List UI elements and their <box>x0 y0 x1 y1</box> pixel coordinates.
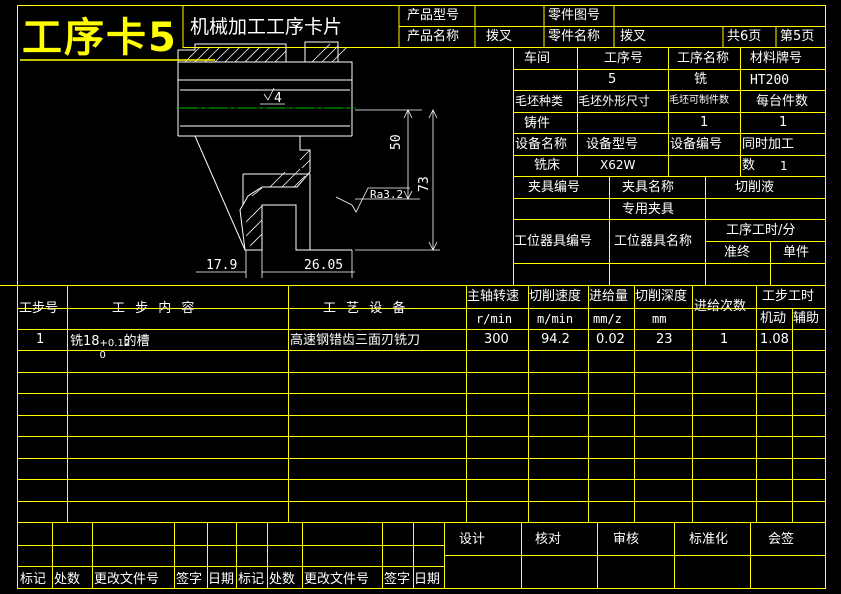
footer-change-doc-1: 更改文件号 <box>94 572 160 587</box>
row1-passes: 1 <box>720 332 729 347</box>
op-no-label: 工序号 <box>604 51 644 66</box>
equip-model-value: X62W <box>600 158 636 172</box>
footer-date-2: 日期 <box>414 572 441 587</box>
passes-header: 进给次数 <box>694 299 747 314</box>
cutting-speed-header: 切削速度 <box>529 289 582 304</box>
fixture-name-value: 专用夹具 <box>622 202 675 217</box>
coolant-label: 切削液 <box>735 180 775 195</box>
footer-mark-1: 标记 <box>20 572 47 587</box>
feed-header: 进给量 <box>589 289 629 304</box>
row1-feed: 0.02 <box>596 332 625 347</box>
footer-standardize: 标准化 <box>689 532 729 547</box>
blank-size-label: 毛坯外形尺寸 <box>578 94 651 108</box>
equip-name-value: 铣床 <box>534 158 561 173</box>
blank-type-value: 铸件 <box>524 116 551 131</box>
parts-per-blank-value: 1 <box>700 115 709 130</box>
fixture-name-label: 夹具名称 <box>622 180 675 195</box>
row1-machine-time: 1.08 <box>760 332 789 347</box>
footer-place-1: 处数 <box>54 572 81 587</box>
product-name-value: 拨叉 <box>486 29 513 44</box>
parts-per-blank-label: 毛坯可制件数 <box>669 95 729 106</box>
equip-model-label: 设备型号 <box>586 137 639 152</box>
fixture-no-label: 夹具编号 <box>528 180 581 195</box>
row1-equipment: 高速钢错齿三面刃铣刀 <box>290 333 421 348</box>
part-name-label: 零件名称 <box>548 29 601 44</box>
step-content-header: 工 步 内 容 <box>112 301 195 316</box>
dim-17-9: 17.9 <box>206 258 238 273</box>
cutting-speed-unit: m/min <box>537 312 574 326</box>
dim-50: 50 <box>389 134 404 150</box>
part-name-value: 拨叉 <box>620 29 647 44</box>
row1-step-no: 1 <box>36 332 45 347</box>
op-name-value: 铣 <box>694 72 708 87</box>
aux-time-header: 辅助 <box>793 311 820 326</box>
station-tool-no-label: 工位器具编号 <box>514 234 593 249</box>
footer-date-1: 日期 <box>208 572 235 587</box>
part-drawing-no-label: 零件图号 <box>548 8 601 23</box>
station-tool-name-label: 工位器具名称 <box>614 234 693 249</box>
stamp-label: 工序卡5 <box>22 15 178 61</box>
outer-frame <box>17 5 826 589</box>
feed-unit: mm/z <box>593 312 622 326</box>
page-number: 第5页 <box>780 29 815 44</box>
count-label: 数 <box>742 158 756 173</box>
footer-review: 审核 <box>613 532 640 547</box>
footer-design: 设计 <box>459 532 486 547</box>
equip-no-label: 设备编号 <box>670 137 723 152</box>
parts-per-machine-value: 1 <box>779 115 788 130</box>
depth-header: 切削深度 <box>635 289 688 304</box>
unit-time-label: 单件 <box>783 245 810 260</box>
simultaneous-label: 同时加工 <box>742 137 795 152</box>
dim-26-05: 26.05 <box>304 258 344 273</box>
total-pages: 共6页 <box>727 29 762 44</box>
row1-content-pre: 铣18 <box>70 334 100 349</box>
equipment-header: 工 艺 设 备 <box>323 301 406 316</box>
product-name-label: 产品名称 <box>407 29 460 44</box>
parts-per-machine-label: 每台件数 <box>756 94 809 109</box>
equip-name-label: 设备名称 <box>515 137 568 152</box>
material-value: HT200 <box>750 73 790 88</box>
row1-content-post: 的槽 <box>123 334 150 349</box>
card-title: 机械加工工序卡片 <box>190 16 343 38</box>
step-no-header: 工步号 <box>19 301 59 316</box>
product-model-label: 产品型号 <box>407 8 460 23</box>
footer-check: 核对 <box>535 532 562 547</box>
row1-spindle-speed: 300 <box>484 332 509 347</box>
machine-time-header: 机动 <box>760 311 787 326</box>
material-label: 材料牌号 <box>750 51 803 66</box>
op-name-label: 工序名称 <box>677 51 730 66</box>
row1-depth: 23 <box>656 332 673 347</box>
row1-cutting-speed: 94.2 <box>541 332 570 347</box>
spindle-speed-header: 主轴转速 <box>467 289 520 304</box>
row1-content-lower-tol: 0 <box>99 350 106 361</box>
spindle-speed-unit: r/min <box>476 312 513 326</box>
depth-unit: mm <box>652 312 667 326</box>
footer-signature-1: 签字 <box>176 572 203 587</box>
footer-signature-2: 签字 <box>384 572 411 587</box>
footer-mark-2: 标记 <box>238 572 265 587</box>
dim-4: 4 <box>274 91 282 106</box>
op-time-label: 工序工时/分 <box>726 223 796 238</box>
footer-countersign: 会签 <box>768 532 795 547</box>
prep-label: 准终 <box>724 245 751 260</box>
blank-type-label: 毛坯种类 <box>515 94 564 108</box>
workshop-label: 车间 <box>524 51 551 66</box>
row1-content-upper-tol: +0.12 <box>99 338 131 349</box>
footer-change-doc-2: 更改文件号 <box>304 572 370 587</box>
footer-place-2: 处数 <box>269 572 296 587</box>
op-no-value: 5 <box>608 72 617 87</box>
dim-73: 73 <box>417 176 432 192</box>
roughness-label: Ra3.2 <box>370 188 404 201</box>
step-time-header: 工步工时 <box>762 289 815 304</box>
count-value: 1 <box>780 159 788 173</box>
